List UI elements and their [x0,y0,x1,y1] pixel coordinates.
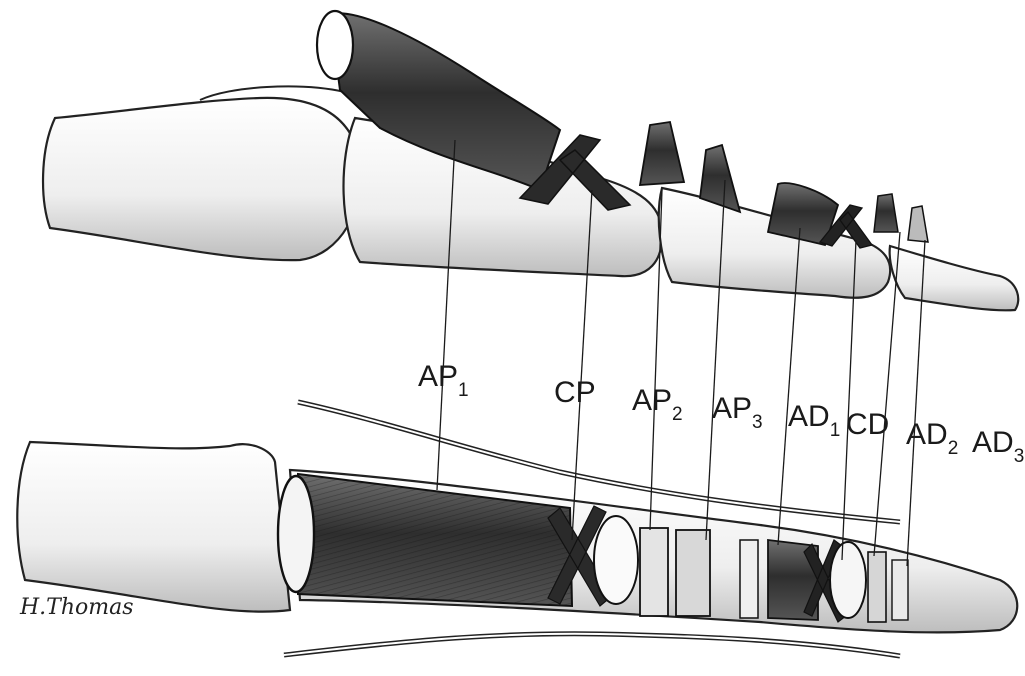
pulley-labels: AP1 CP AP2 AP3 AD1 CD AD2 AD3 [418,360,1024,467]
label-ap1: AP1 [418,360,469,401]
lateral-view [43,11,1018,310]
pulley-a5-lateral [874,194,898,232]
pulley-a3-volar [676,530,710,616]
metacarpal-bone-lateral [43,98,361,260]
pulley-a5-volar [868,552,886,622]
label-cd: CD [846,408,889,441]
label-cp: CP [554,376,596,409]
label-ap2: AP2 [632,384,683,425]
label-ad3: AD3 [972,426,1024,467]
artist-signature: H.Thomas [19,595,134,620]
metacarpal-bone-volar [17,442,290,612]
pulley-a2-volar [640,528,668,616]
label-ad1: AD1 [788,400,840,441]
pulley-a2-lateral [640,122,684,185]
label-ap3: AP3 [712,392,763,433]
distal-phalanx-lateral [890,246,1019,310]
